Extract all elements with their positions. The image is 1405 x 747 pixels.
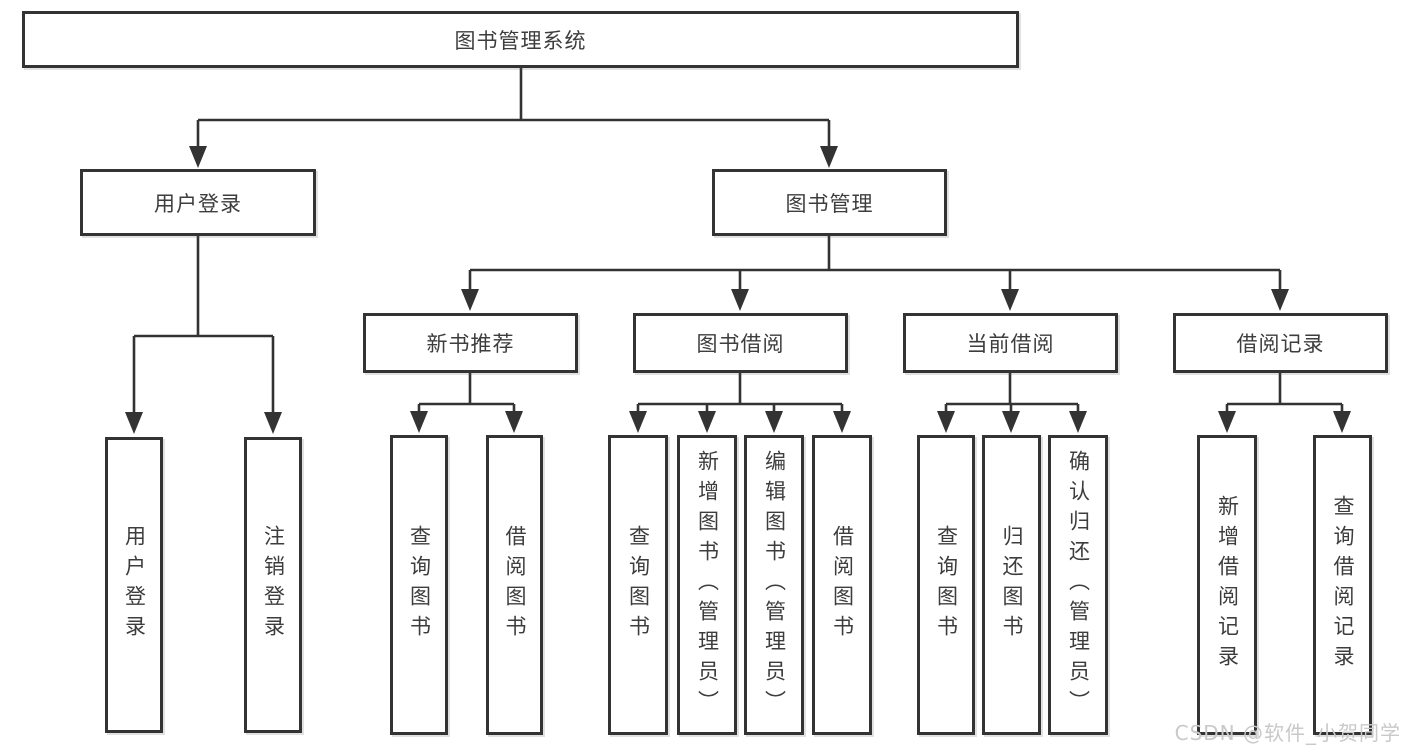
- leaf-return-books-label: 归还图书: [1000, 525, 1024, 645]
- node-borrowing-records: 借阅记录: [1173, 313, 1388, 373]
- leaf-logout-login: 注销登录: [244, 437, 302, 733]
- leaf-borrow-books-borrowing: 借阅图书: [812, 435, 872, 735]
- arrowheads: [125, 146, 1351, 434]
- node-current-borrowing-label: 当前借阅: [966, 332, 1055, 356]
- edge-borrowing-to-leaves: [636, 373, 844, 414]
- edge-current-to-leaves: [944, 373, 1080, 414]
- leaf-confirm-return-admin-label: 确认归还（管理员）: [1066, 450, 1091, 720]
- node-current-borrowing: 当前借阅: [903, 313, 1118, 373]
- leaf-user-login-label: 用户登录: [122, 525, 147, 645]
- leaf-edit-books-admin-label: 编辑图书（管理员）: [762, 450, 787, 720]
- node-user-login: 用户登录: [80, 169, 316, 236]
- leaf-borrow-books-borrowing-label: 借阅图书: [830, 525, 855, 645]
- node-book-borrowing: 图书借阅: [633, 313, 848, 373]
- leaf-query-borrow-record-label: 查询借阅记录: [1331, 495, 1355, 675]
- node-root: 图书管理系统: [22, 11, 1019, 68]
- leaf-query-borrow-record: 查询借阅记录: [1313, 435, 1372, 735]
- leaf-query-books-recommend-label: 查询图书: [407, 525, 432, 645]
- node-book-management-label: 图书管理: [785, 191, 874, 216]
- watermark: CSDN @软件_小贺同学: [1174, 721, 1401, 745]
- connector-paths: [132, 68, 1344, 415]
- leaf-add-borrow-record: 新增借阅记录: [1197, 435, 1257, 735]
- node-book-management: 图书管理: [712, 169, 947, 236]
- node-user-login-label: 用户登录: [154, 191, 242, 216]
- edge-recommend-to-leaves: [417, 373, 516, 414]
- node-new-book-recommendation: 新书推荐: [363, 313, 578, 373]
- edge-root-to-level2: [196, 68, 831, 149]
- leaf-borrow-books-recommend: 借阅图书: [486, 435, 543, 735]
- leaf-edit-books-admin: 编辑图书（管理员）: [744, 435, 804, 735]
- leaf-user-login: 用户登录: [105, 437, 163, 733]
- node-book-borrowing-label: 图书借阅: [696, 332, 785, 356]
- leaf-query-books-current-label: 查询图书: [934, 525, 959, 645]
- edge-bookmgmt-to-groups: [468, 236, 1282, 292]
- leaf-add-borrow-record-label: 新增借阅记录: [1215, 495, 1240, 675]
- node-borrowing-records-label: 借阅记录: [1236, 332, 1325, 356]
- leaf-return-books: 归还图书: [982, 435, 1041, 735]
- node-root-label: 图书管理系统: [454, 28, 587, 53]
- node-new-book-recommendation-label: 新书推荐: [426, 332, 515, 356]
- leaf-query-books-borrowing-label: 查询图书: [626, 525, 651, 645]
- leaf-confirm-return-admin: 确认归还（管理员）: [1048, 435, 1108, 735]
- leaf-logout-login-label: 注销登录: [261, 525, 286, 645]
- leaf-borrow-books-recommend-label: 借阅图书: [503, 525, 527, 645]
- leaf-add-books-admin-label: 新增图书（管理员）: [695, 450, 720, 720]
- leaf-add-books-admin: 新增图书（管理员）: [677, 435, 737, 735]
- edge-userlogin-to-leaves: [132, 236, 275, 415]
- leaf-query-books-current: 查询图书: [917, 435, 975, 735]
- leaf-query-books-borrowing: 查询图书: [608, 435, 668, 735]
- edge-records-to-leaves: [1225, 373, 1344, 414]
- leaf-query-books-recommend: 查询图书: [390, 435, 448, 735]
